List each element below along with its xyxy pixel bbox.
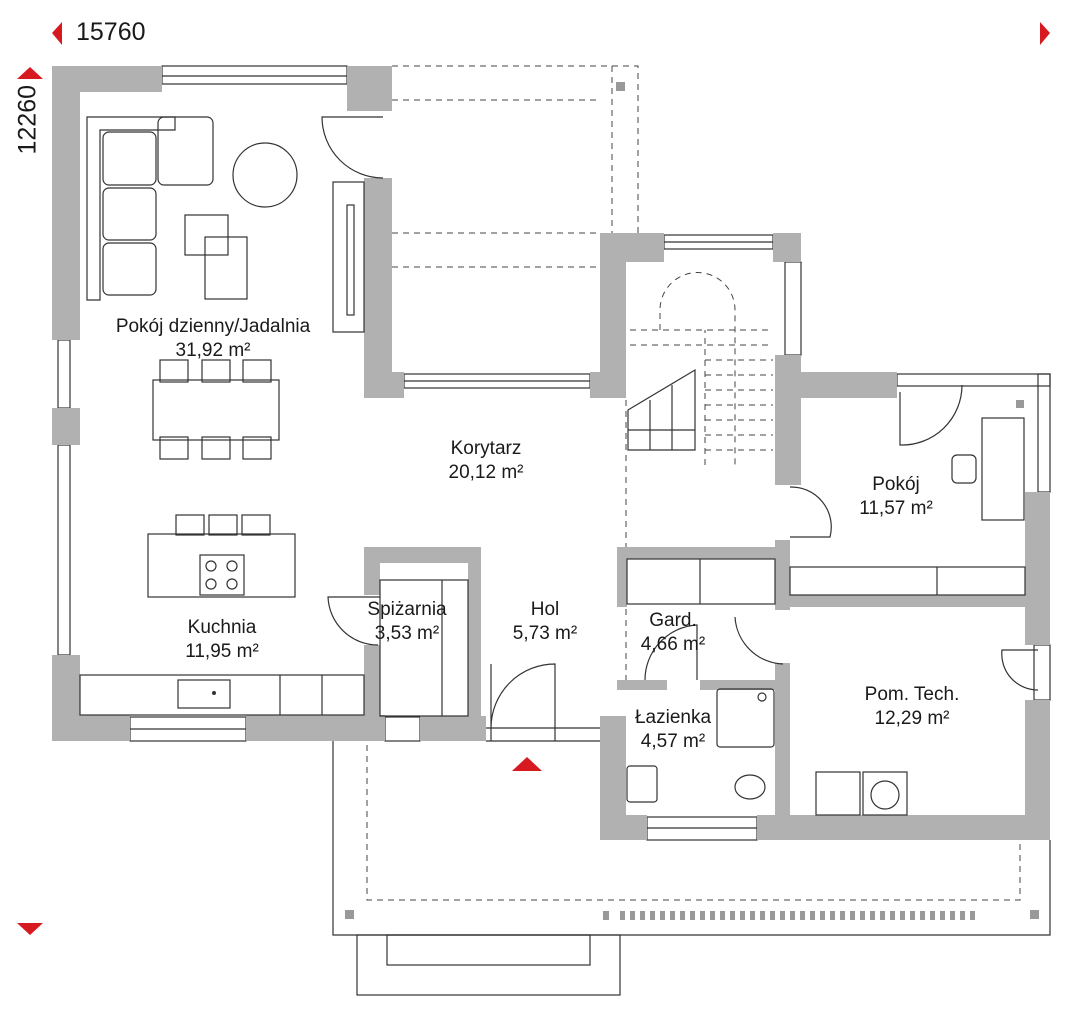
arrow-down-icon bbox=[17, 923, 43, 935]
room-label-technical: Pom. Tech.12,29 m² bbox=[864, 684, 960, 729]
entrance-arrow-icon bbox=[512, 757, 542, 771]
width-dimension: 15760 bbox=[76, 18, 146, 46]
arrow-up-icon bbox=[17, 67, 43, 79]
height-dimension: 12260 bbox=[13, 84, 42, 155]
doors bbox=[321, 116, 1039, 741]
terrace bbox=[332, 741, 1051, 996]
furniture bbox=[79, 116, 1026, 816]
staircase bbox=[627, 272, 773, 465]
arrow-left-icon bbox=[52, 22, 62, 45]
carport-outline bbox=[392, 65, 639, 680]
walls bbox=[52, 66, 1050, 840]
arrow-right-icon bbox=[1040, 22, 1050, 45]
room-label-wardrobe: Gard.4,66 m² bbox=[640, 610, 706, 655]
